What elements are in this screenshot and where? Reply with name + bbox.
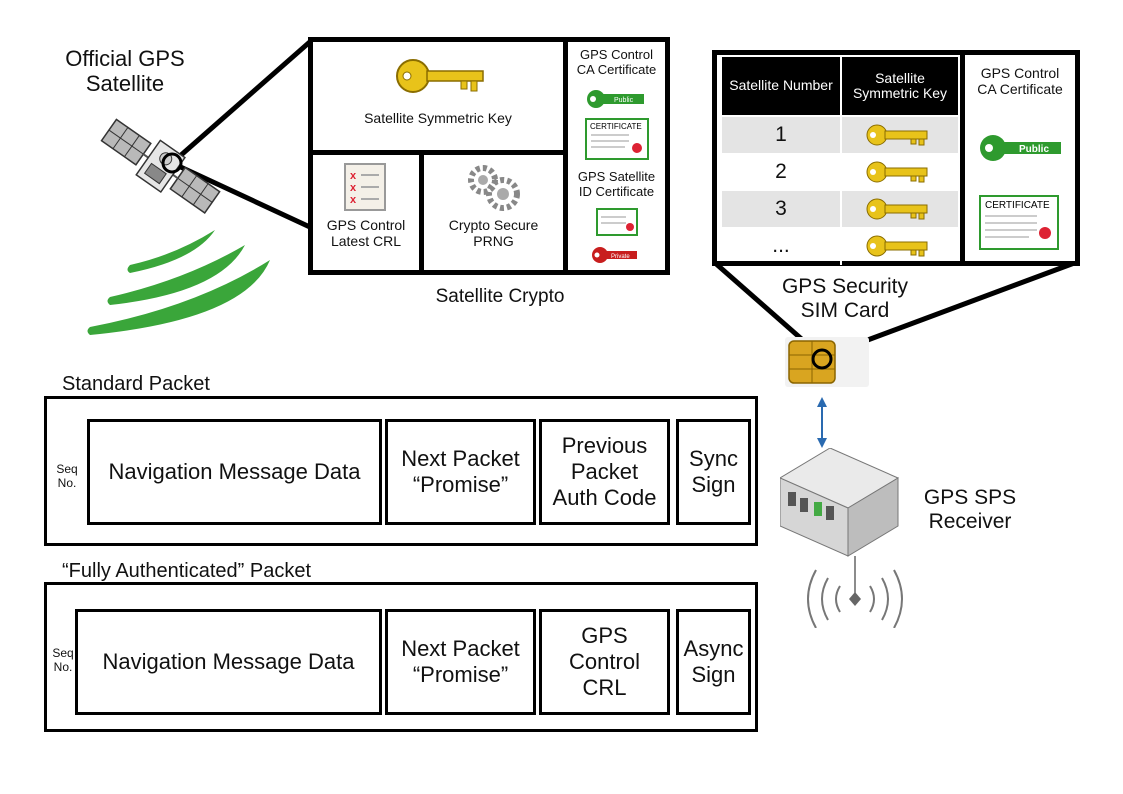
svg-text:x: x (350, 182, 357, 194)
col-header-satellite-number: Satellite Number (722, 57, 840, 115)
svg-text:x: x (350, 194, 357, 206)
svg-text:CERTIFICATE: CERTIFICATE (590, 122, 642, 131)
key-icon (866, 235, 928, 257)
signal-waves-icon (87, 230, 270, 335)
gears-icon (468, 165, 520, 211)
public-key-icon: Public (980, 135, 1061, 161)
id-certificate-icon (596, 208, 638, 236)
key-icon (866, 124, 928, 146)
row-number: ... (772, 234, 790, 257)
row-number: 3 (775, 197, 787, 220)
certificate-icon: CERTIFICATE (979, 195, 1059, 250)
satellite-title: Official GPS Satellite (65, 46, 185, 97)
public-key-icon: Public (587, 90, 644, 108)
satellite-crypto-caption: Satellite Crypto (435, 286, 565, 307)
receiver-device-icon (780, 448, 900, 557)
symmetric-key-label: Satellite Symmetric Key (364, 110, 512, 126)
crl-list-icon: xxx (344, 163, 386, 211)
certificate-icon: CERTIFICATE (585, 118, 649, 160)
row-number: 2 (775, 160, 787, 183)
standard-packet-title: Standard Packet (62, 373, 210, 395)
sim-card-panel: Satellite Number Satellite Symmetric Key… (712, 50, 1080, 266)
sim-chip-icon (785, 337, 869, 387)
svg-text:Public: Public (1019, 144, 1049, 155)
svg-text:Public: Public (614, 97, 634, 104)
svg-text:x: x (350, 170, 357, 182)
next-packet-promise-field: Next Packet“Promise” (385, 609, 536, 715)
col-header-symmetric-key: Satellite Symmetric Key (842, 57, 958, 115)
key-icon (866, 161, 928, 183)
antenna-signal-icon (807, 556, 903, 628)
satellite-icon (100, 118, 221, 215)
symmetric-key-icon (396, 59, 484, 93)
nav-message-field: Navigation Message Data (75, 609, 382, 715)
private-key-icon: Private (592, 247, 637, 263)
svg-text:CERTIFICATE: CERTIFICATE (985, 200, 1050, 211)
row-number: 1 (775, 123, 787, 146)
full-packet-title: “Fully Authenticated” Packet (62, 560, 312, 582)
key-icon (866, 198, 928, 220)
svg-text:Private: Private (611, 254, 630, 260)
nav-message-field: Navigation Message Data (87, 419, 382, 525)
next-packet-promise-field: Next Packet“Promise” (385, 419, 536, 525)
satellite-zoom-circle (161, 152, 183, 174)
